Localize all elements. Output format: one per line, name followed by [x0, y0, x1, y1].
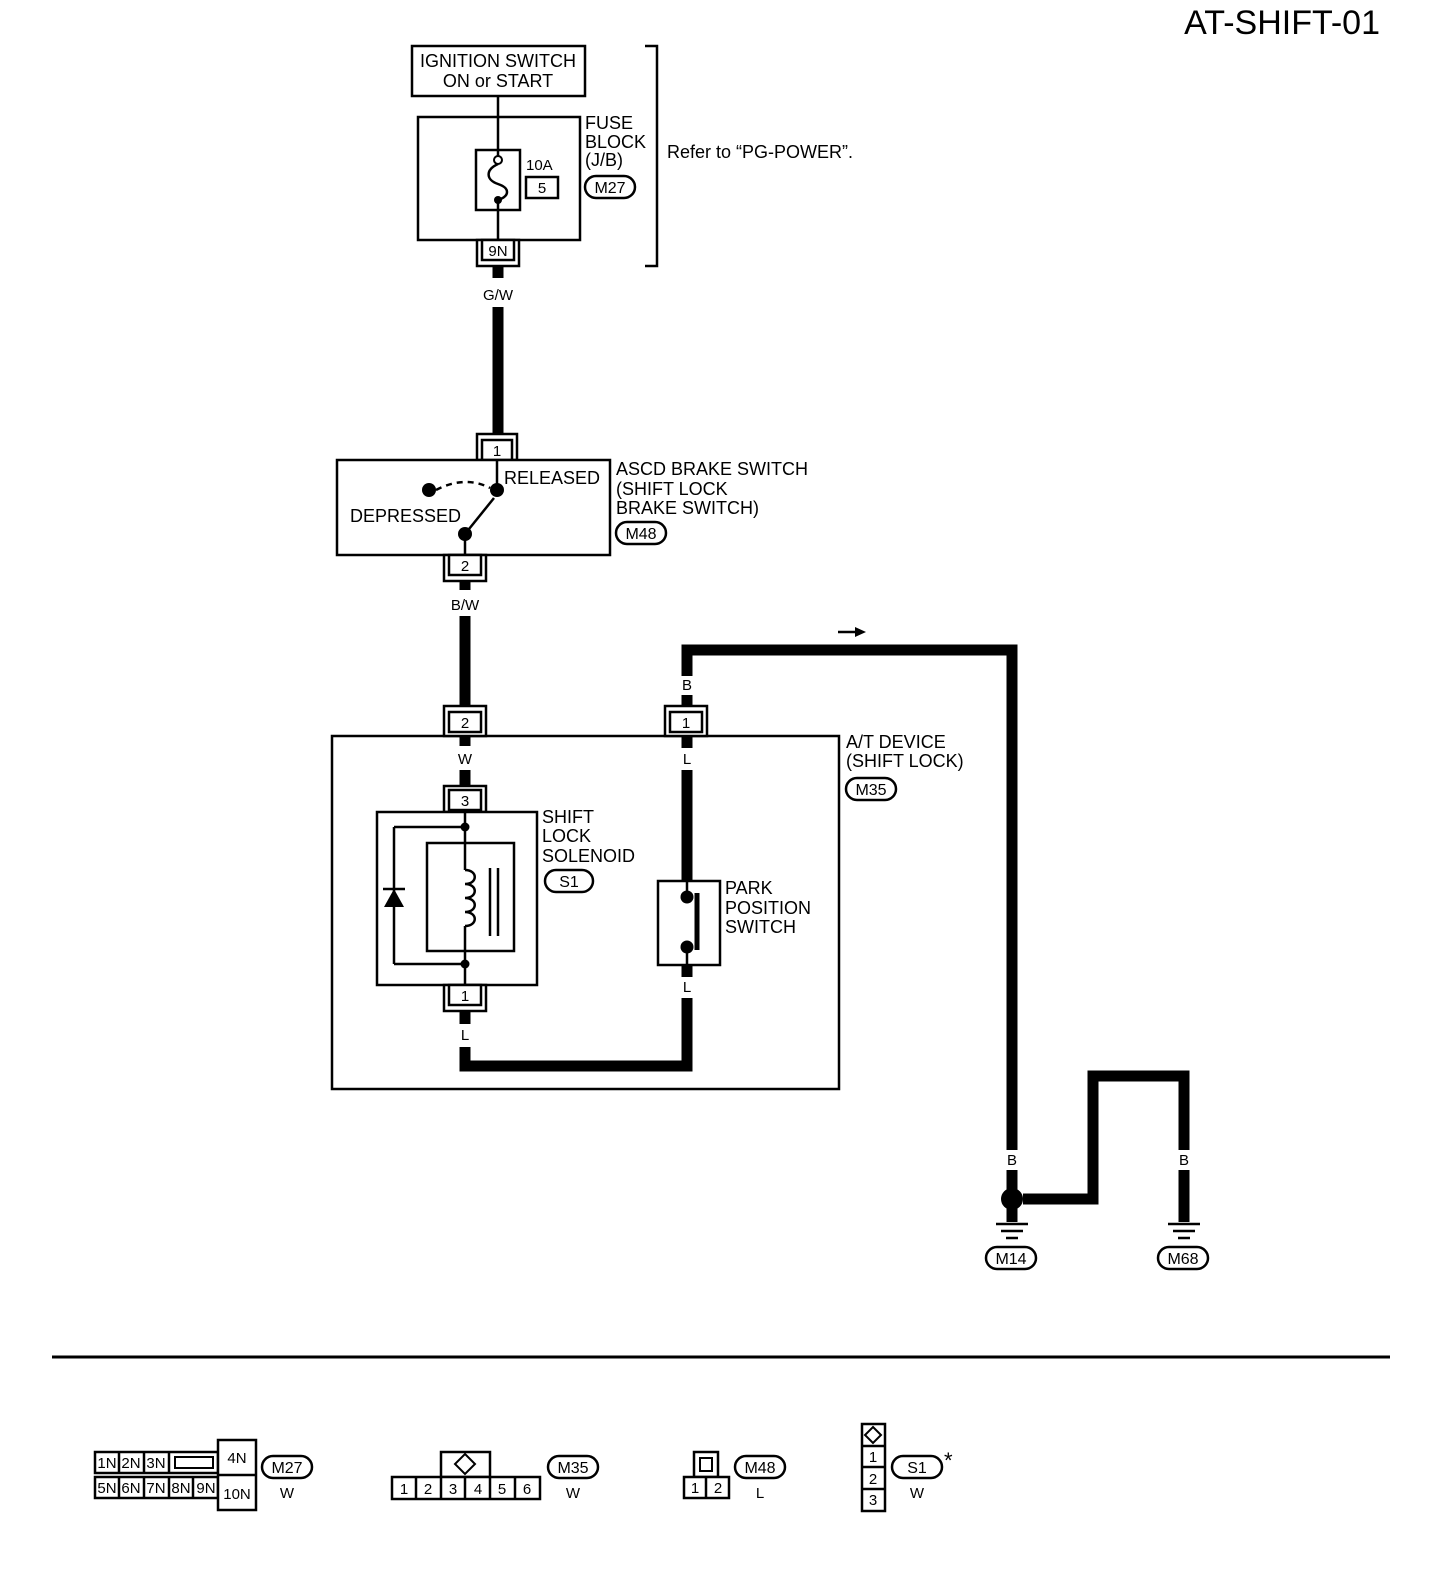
- m35-view-color: W: [566, 1485, 581, 1502]
- connector-view-s1: 1 2 3 S1 * W: [860, 1422, 953, 1513]
- m27-pin-4n: 4N: [227, 1450, 246, 1467]
- m27-pin-5n: 5N: [97, 1480, 116, 1497]
- m48-view-color: L: [756, 1485, 764, 1502]
- solenoid-pin-3: 3: [461, 793, 469, 810]
- m27-view-label: M27: [271, 1460, 302, 1477]
- at-device-pin-2: 2: [461, 715, 469, 732]
- wire-label-gw: G/W: [483, 287, 514, 304]
- at-device-line2: (SHIFT LOCK): [846, 751, 964, 771]
- m35-pin-5: 5: [498, 1481, 506, 1498]
- ignition-line2: ON or START: [443, 71, 553, 91]
- m35-pin-6: 6: [523, 1481, 531, 1498]
- ignition-switch: IGNITION SWITCH ON or START: [410, 44, 587, 98]
- s1-view-marker: *: [944, 1448, 953, 1473]
- m27-pin-8n: 8N: [171, 1480, 190, 1497]
- m48-pin-1: 1: [691, 1480, 699, 1497]
- brake-switch-pin-1: 1: [493, 443, 501, 460]
- refer-note: Refer to “PG-POWER”.: [667, 142, 853, 162]
- m48-view-label: M48: [744, 1460, 775, 1477]
- m27-pin-7n: 7N: [146, 1480, 165, 1497]
- fuse-block-connector: M27: [594, 180, 625, 197]
- wire-label-b-mid: B: [1088, 1152, 1098, 1169]
- ground-m68-label: M68: [1167, 1251, 1198, 1268]
- m35-pin-2: 2: [424, 1481, 432, 1498]
- fuse-terminal: 9N: [488, 243, 507, 260]
- s1-view-color: W: [910, 1485, 925, 1502]
- s1-pin-2: 2: [869, 1471, 877, 1488]
- m27-pin-3n: 3N: [146, 1455, 165, 1472]
- m27-pin-1n: 1N: [97, 1455, 116, 1472]
- park-switch-line1: PARK: [725, 878, 773, 898]
- wire-label-w: W: [458, 751, 473, 768]
- solenoid-line1: SHIFT: [542, 807, 594, 827]
- s1-pin-1: 1: [869, 1449, 877, 1466]
- connector-view-m48: 1 2 M48 L: [682, 1450, 787, 1502]
- fuse-number: 5: [538, 180, 546, 197]
- fuse-block-line1: FUSE: [585, 113, 633, 133]
- m27-pin-6n: 6N: [121, 1480, 140, 1497]
- m35-view-label: M35: [557, 1460, 588, 1477]
- fuse-block-line2: BLOCK: [585, 132, 646, 152]
- ground-m68: M68: [1156, 1222, 1210, 1271]
- fuse-block: 10A 5 FUSE BLOCK (J/B) M27 9N: [416, 113, 646, 268]
- depressed-label: DEPRESSED: [350, 506, 461, 526]
- solenoid-pin-1: 1: [461, 988, 469, 1005]
- wire-label-b-m14: B: [1007, 1152, 1017, 1169]
- ignition-line1: IGNITION SWITCH: [420, 51, 576, 71]
- m27-pin-10n: 10N: [223, 1486, 251, 1503]
- wire-label-l-bottom: L: [461, 1027, 469, 1044]
- m27-view-color: W: [280, 1485, 295, 1502]
- ground-m14: M14: [984, 1222, 1038, 1271]
- wire-label-b-m68: B: [1179, 1152, 1189, 1169]
- brake-switch-line3: BRAKE SWITCH): [616, 498, 759, 518]
- brake-switch-line2: (SHIFT LOCK: [616, 479, 728, 499]
- released-label: RELEASED: [504, 468, 600, 488]
- fuse-amp: 10A: [526, 157, 553, 174]
- m35-pin-1: 1: [400, 1481, 408, 1498]
- brake-switch-pin-2: 2: [461, 558, 469, 575]
- park-switch-line2: POSITION: [725, 898, 811, 918]
- ground-m14-label: M14: [995, 1251, 1026, 1268]
- m27-pin-2n: 2N: [121, 1455, 140, 1472]
- at-device-pin-1: 1: [682, 715, 690, 732]
- wire-label-bw: B/W: [451, 597, 480, 614]
- fuse-block-line3: (J/B): [585, 150, 623, 170]
- brake-switch-connector: M48: [625, 526, 656, 543]
- connector-view-m27: 1N 2N 3N 5N 6N 7N 8N 9N 4N 10N M27 W: [93, 1438, 314, 1512]
- wire-label-l-top: L: [683, 751, 691, 768]
- m35-pin-4: 4: [474, 1481, 482, 1498]
- at-device-line1: A/T DEVICE: [846, 732, 946, 752]
- brake-switch: 1 RELEASED DEPRESSED ASCD BRAKE SWITCH (…: [335, 432, 808, 583]
- s1-view-label: S1: [907, 1460, 927, 1477]
- m48-pin-2: 2: [714, 1480, 722, 1497]
- shift-lock-solenoid: 3 1 SHIFT LOCK SOLENOID S1: [375, 784, 635, 1013]
- wire-label-b-top: B: [682, 677, 692, 694]
- park-switch-line3: SWITCH: [725, 917, 796, 937]
- solenoid-line3: SOLENOID: [542, 846, 635, 866]
- at-device: 2 1 A/T DEVICE (SHIFT LOCK) M35 W 3: [330, 704, 964, 1091]
- solenoid-line2: LOCK: [542, 826, 591, 846]
- s1-pin-3: 3: [869, 1492, 877, 1509]
- brake-switch-line1: ASCD BRAKE SWITCH: [616, 459, 808, 479]
- wire-label-l-mid: L: [683, 979, 691, 996]
- m27-pin-9n: 9N: [196, 1480, 215, 1497]
- connector-view-m35: 1 2 3 4 5 6 M35 W: [390, 1450, 600, 1502]
- solenoid-connector: S1: [559, 874, 579, 891]
- at-device-connector: M35: [855, 782, 886, 799]
- diagram-id: AT-SHIFT-01: [1184, 4, 1380, 42]
- m35-pin-3: 3: [449, 1481, 457, 1498]
